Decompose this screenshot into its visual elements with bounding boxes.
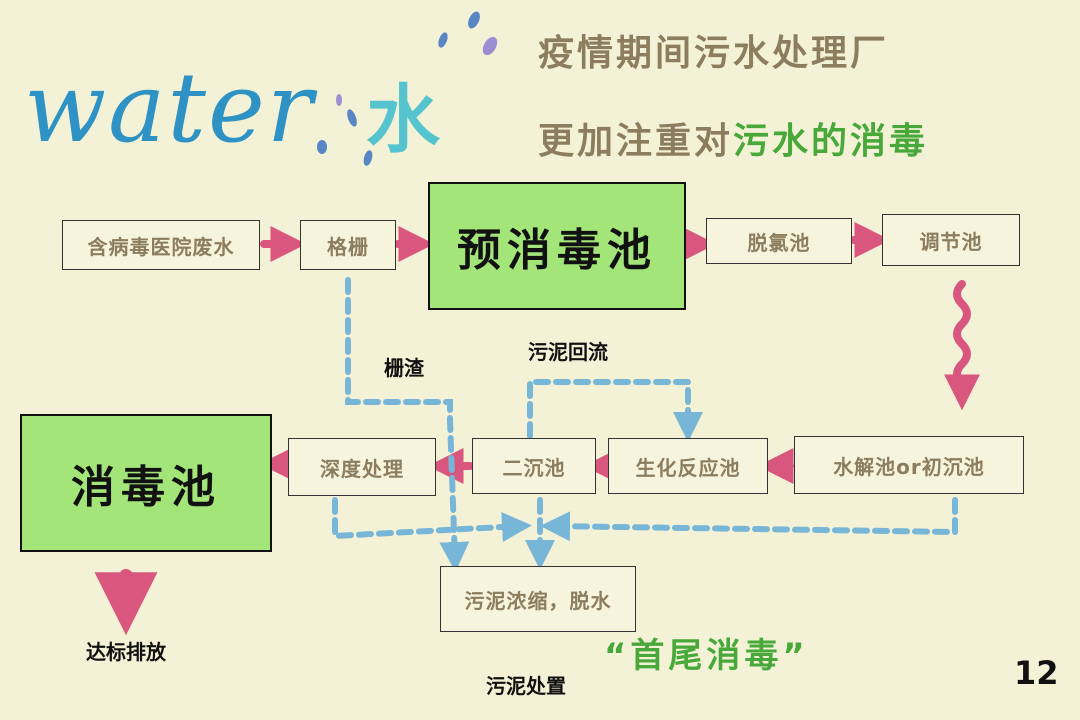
page-number: 12 — [1014, 654, 1059, 692]
node-dechlorination-tank: 脱氯池 — [706, 218, 852, 264]
headline-line-2-highlight: 污水的消毒 — [733, 121, 929, 162]
label-discharge: 达标排放 — [86, 640, 166, 664]
brand-water-word: water — [24, 52, 315, 164]
node-hospital-wastewater: 含病毒医院废水 — [62, 220, 260, 270]
node-disinfection-tank: 消毒池 — [20, 414, 272, 552]
node-regulating-tank: 调节池 — [882, 214, 1020, 266]
main-flow-arrows — [94, 222, 980, 636]
label-screenings: 栅渣 — [384, 356, 424, 380]
node-hydrolysis-tank: 水解池or初沉池 — [794, 436, 1024, 494]
label-sludge-disposal: 污泥处置 — [486, 674, 566, 698]
headline-line-2-prefix: 更加注重对 — [538, 121, 734, 162]
node-pre-disinfection-tank: 预消毒池 — [428, 182, 686, 310]
node-grille: 格栅 — [300, 220, 396, 270]
node-sludge-thickening: 污泥浓缩，脱水 — [440, 566, 636, 632]
headline-line-2: 更加注重对污水的消毒 — [538, 112, 928, 164]
tagline-head-tail-disinfection: “首尾消毒” — [604, 636, 809, 676]
water-droplets-icon — [317, 11, 498, 166]
node-advanced-treatment: 深度处理 — [288, 438, 436, 496]
sludge-paths — [332, 277, 958, 572]
brand-water-character: 水 — [366, 77, 440, 163]
headline-line-1: 疫情期间污水处理厂 — [538, 33, 890, 74]
label-sludge-return: 污泥回流 — [528, 340, 608, 364]
node-biochemical-reaction-tank: 生化反应池 — [608, 438, 768, 494]
node-secondary-settling-tank: 二沉池 — [472, 438, 596, 494]
